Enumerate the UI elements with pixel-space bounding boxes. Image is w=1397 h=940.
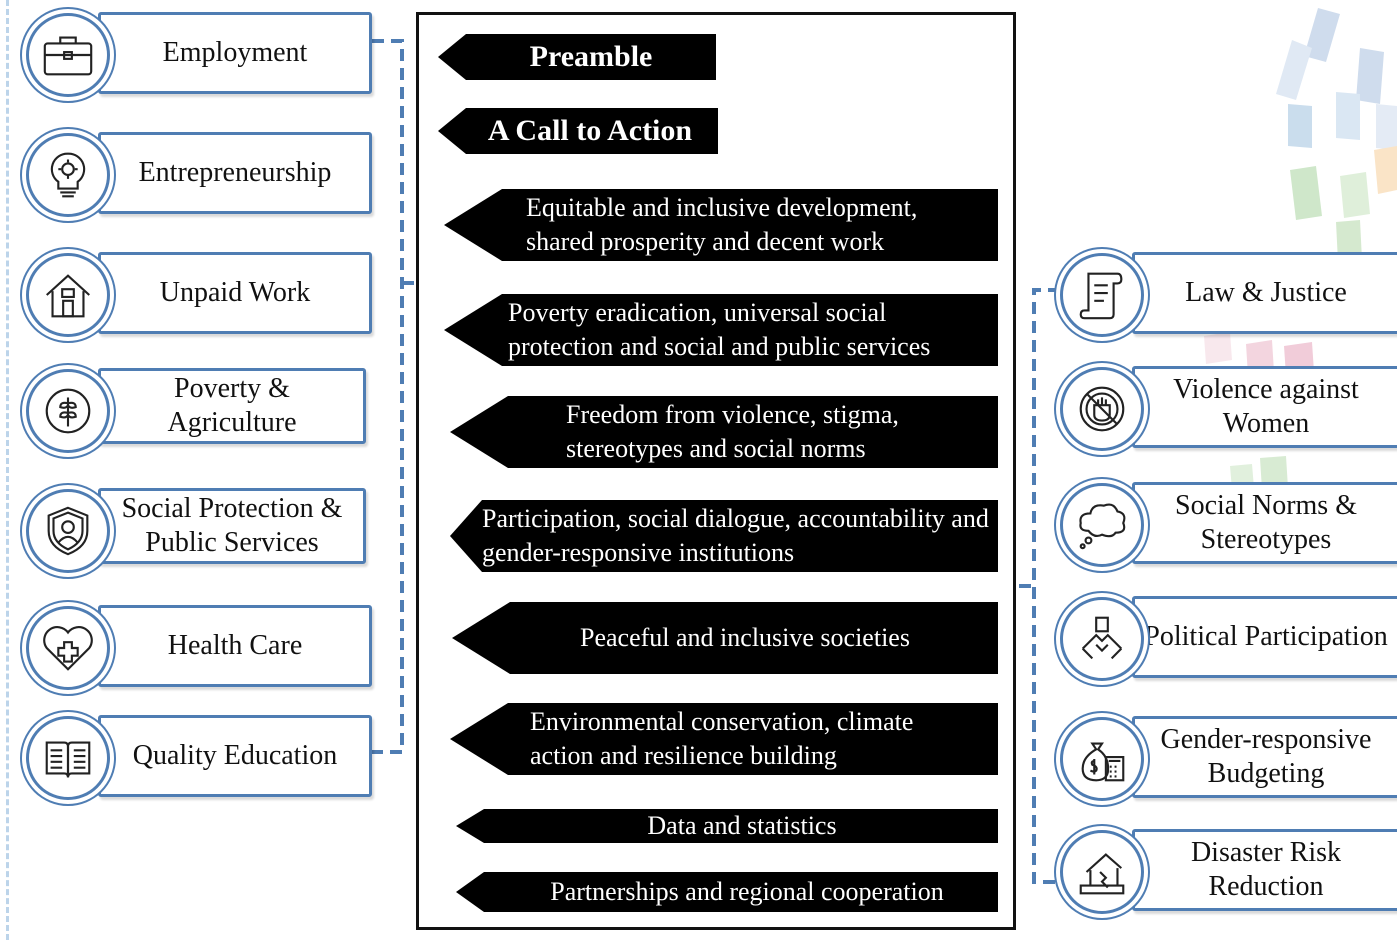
topic-label: Violence against Women: [1132, 366, 1397, 448]
section-label: Peaceful and inclusive societies: [580, 623, 910, 652]
topic-label: Entrepreneurship: [98, 132, 372, 214]
lightbulb-gear-icon: [26, 133, 110, 217]
section-freedom-from-violence: Freedom from violence, stigma, stereotyp…: [450, 396, 998, 468]
section-poverty-eradication: Poverty eradication, universal social pr…: [444, 294, 998, 366]
briefcase-icon: [26, 13, 110, 97]
section-preamble: Preamble: [438, 34, 716, 80]
topic-label: Health Care: [98, 605, 372, 687]
section-partnerships: Partnerships and regional cooperation: [456, 872, 998, 912]
topic-label: Law & Justice: [1132, 252, 1397, 334]
topic-label: Unpaid Work: [98, 252, 372, 334]
heart-plus-icon: [26, 606, 110, 690]
left-dashed-rule: [6, 0, 9, 940]
book-icon: [26, 716, 110, 800]
no-fist-icon: [1060, 367, 1144, 451]
thought-cloud-icon: [1060, 483, 1144, 567]
section-label: Equitable and inclusive development, sha…: [526, 193, 918, 256]
topic-label: Social Protection & Public Services: [98, 488, 366, 564]
topic-label: Poverty & Agriculture: [98, 368, 366, 444]
section-label: Poverty eradication, universal social pr…: [508, 298, 931, 361]
section-label: Freedom from violence, stigma, stereotyp…: [566, 400, 899, 463]
section-label: A Call to Action: [487, 114, 693, 147]
section-data-statistics: Data and statistics: [456, 809, 998, 843]
house-icon: [26, 253, 110, 337]
topic-label: Political Participation: [1132, 596, 1397, 678]
money-bag-calculator-icon: [1060, 717, 1144, 801]
section-label: Environmental conservation, climate acti…: [530, 707, 914, 770]
topic-label: Gender-responsive Budgeting: [1132, 716, 1397, 798]
section-label: Preamble: [529, 40, 653, 73]
section-environmental-conservation: Environmental conservation, climate acti…: [450, 703, 998, 775]
section-equitable-development: Equitable and inclusive development, sha…: [444, 189, 998, 261]
ballot-hands-icon: [1060, 597, 1144, 681]
action-areas-panel: [416, 12, 1016, 930]
topic-label: Employment: [98, 12, 372, 94]
topic-label: Disaster Risk Reduction: [1132, 829, 1397, 911]
section-label: Partnerships and regional cooperation: [550, 877, 944, 906]
scroll-icon: [1060, 253, 1144, 337]
topic-label: Social Norms & Stereotypes: [1132, 482, 1397, 564]
section-label: Data and statistics: [647, 811, 837, 840]
section-label: Participation, social dialogue, accounta…: [482, 504, 989, 567]
topic-label: Quality Education: [98, 715, 372, 797]
section-peaceful-societies: Peaceful and inclusive societies: [452, 602, 998, 674]
wheat-icon: [26, 369, 110, 453]
collapsed-house-icon: [1060, 830, 1144, 914]
shield-person-icon: [26, 489, 110, 573]
section-call-to-action: A Call to Action: [438, 108, 718, 154]
section-participation: Participation, social dialogue, accounta…: [450, 500, 998, 572]
